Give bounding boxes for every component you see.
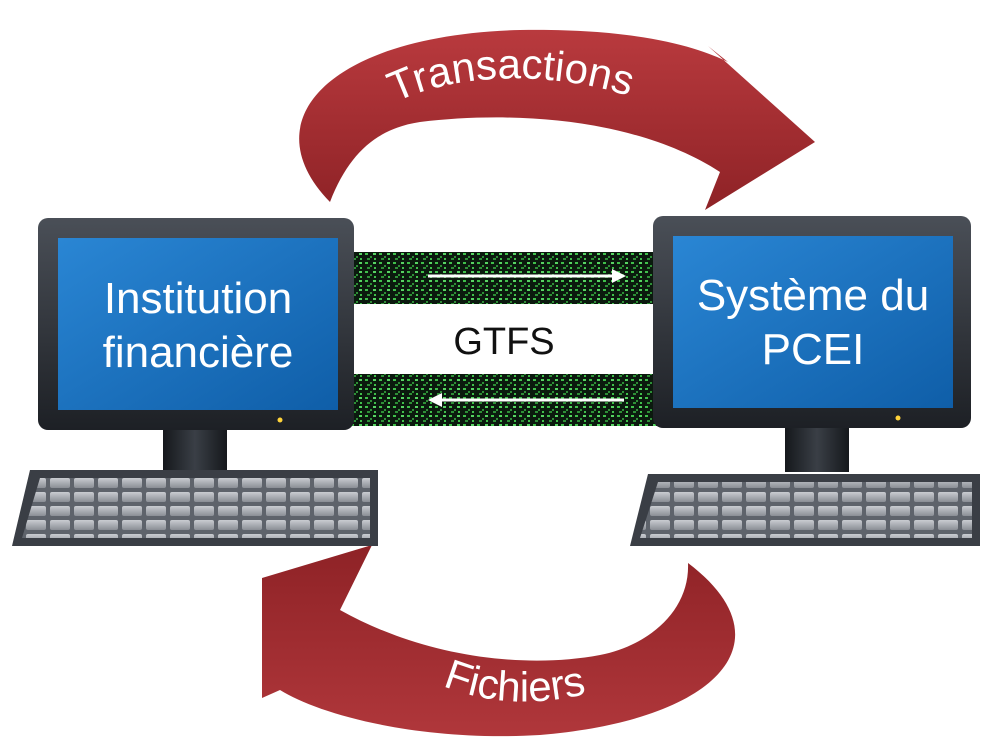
right-computer: Système du PCEI (630, 216, 980, 546)
right-monitor-screen (673, 236, 953, 408)
fichiers-label: Fichiers (439, 650, 588, 711)
transactions-arrow: Transactions (299, 29, 815, 210)
left-computer: Institution financière (12, 218, 378, 546)
fichiers-arrow: Fichiers (262, 545, 736, 737)
left-screen-line1: Institution (104, 274, 292, 323)
right-keyboard (640, 482, 972, 538)
left-arrow-icon (428, 393, 624, 407)
right-power-led (895, 415, 901, 421)
fichiers-arrow-shape (262, 545, 736, 737)
transactions-arrow-shape (299, 29, 815, 210)
right-arrow-icon (428, 269, 626, 283)
left-screen-line2: financière (103, 328, 294, 377)
right-screen-line1: Système du (697, 271, 929, 320)
right-monitor-stand (785, 428, 849, 472)
left-keyboard (22, 478, 370, 538)
data-band-top (345, 252, 663, 304)
right-screen-line2: PCEI (762, 325, 865, 374)
gtfs-link: GTFS (345, 252, 663, 426)
gtfs-label: GTFS (453, 321, 554, 363)
left-power-led (277, 417, 283, 423)
left-monitor-screen (58, 238, 338, 410)
gtfs-label-box (345, 304, 663, 374)
left-monitor-stand (163, 430, 227, 474)
